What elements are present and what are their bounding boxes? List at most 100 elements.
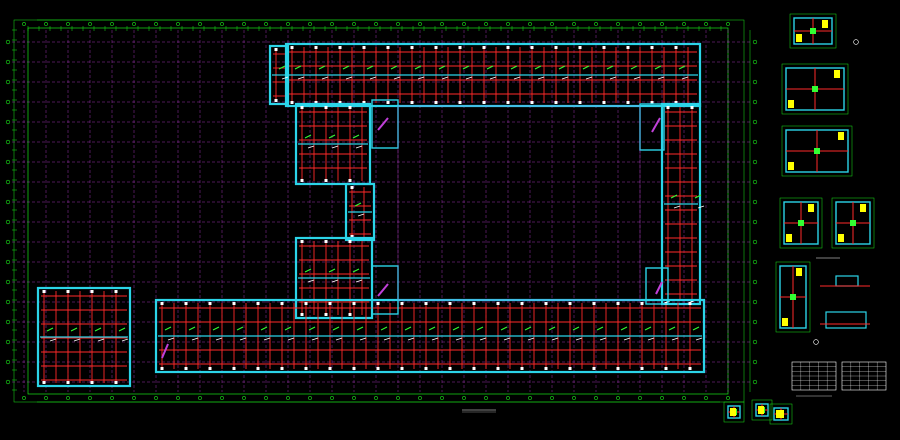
rebar-mark <box>369 76 377 80</box>
axis-bubble-top <box>352 22 356 26</box>
axis-bubble-right <box>752 39 758 45</box>
rebar-mark <box>354 202 362 207</box>
column <box>160 367 164 370</box>
rebar-mark <box>561 76 569 80</box>
detail-d-tag <box>808 204 814 212</box>
column <box>114 381 118 384</box>
column <box>274 48 278 51</box>
floor-plan <box>36 42 706 388</box>
axis-bubble-top <box>88 22 92 26</box>
axis-bubble-top <box>528 22 532 26</box>
rebar-mark <box>304 134 312 139</box>
column <box>602 46 606 49</box>
rebar-mark <box>417 76 425 80</box>
axis-bubble-right <box>752 199 758 205</box>
column <box>434 101 438 104</box>
rebar-mark <box>500 326 508 331</box>
rebar-mark <box>479 337 487 341</box>
axis-bubble-right <box>752 319 758 325</box>
axis-bubble-bottom <box>22 396 26 400</box>
column <box>300 313 304 316</box>
detail-d-tag <box>786 234 792 242</box>
rebar-mark <box>407 337 415 341</box>
detail-g-frame <box>723 401 745 423</box>
detail-a-frame <box>789 13 837 49</box>
axis-bubble-bottom <box>726 396 730 400</box>
column <box>314 101 318 104</box>
axis-bubble-right <box>752 219 758 225</box>
axis-bubble-bottom <box>616 396 620 400</box>
rebar-mark <box>260 326 268 331</box>
detail-b-rebar-fill <box>812 86 818 92</box>
axis-bubble-bottom <box>396 396 400 400</box>
column <box>90 381 94 384</box>
axis-bubble-left <box>5 179 11 185</box>
rebar-mark <box>599 337 607 341</box>
column <box>482 101 486 104</box>
axis-bubble-left <box>5 59 11 65</box>
column <box>666 106 670 109</box>
rebar-mark <box>331 145 339 149</box>
rebar-mark <box>212 326 220 331</box>
axis-bubble-bottom <box>440 396 444 400</box>
axis-bubble-right <box>752 339 758 345</box>
rebar-mark <box>455 337 463 341</box>
column <box>114 290 118 293</box>
axis-bubble-bottom <box>572 396 576 400</box>
detail-f-rebar-fill <box>790 294 796 300</box>
column <box>386 101 390 104</box>
rebar-mark <box>287 337 295 341</box>
axis-bubble-top <box>726 22 730 26</box>
axis-bubble-top <box>550 22 554 26</box>
column <box>616 367 620 370</box>
rebar-mark <box>697 205 705 209</box>
column <box>350 235 354 238</box>
detail-e-tag <box>860 204 866 212</box>
rebar-mark <box>328 268 336 273</box>
rebar-mark <box>695 337 703 341</box>
courtyard-boundary <box>397 105 641 301</box>
column <box>554 101 558 104</box>
column <box>520 367 524 370</box>
axis-bubble-top <box>396 22 400 26</box>
rebar-mark <box>572 326 580 331</box>
axis-bubble-bottom <box>198 396 202 400</box>
stair-diagonal <box>377 117 389 131</box>
axis-bubble-bottom <box>176 396 180 400</box>
column <box>280 367 284 370</box>
rebar-mark <box>657 76 665 80</box>
detail-a-rebar-fill <box>810 28 816 34</box>
axis-bubble-bottom <box>638 396 642 400</box>
column <box>362 101 366 104</box>
rebar-mark <box>606 65 614 70</box>
detail-c-rebar-fill <box>814 148 820 154</box>
rebar-mark <box>438 65 446 70</box>
axis-bubble-top <box>440 22 444 26</box>
axis-bubble-right <box>752 259 758 265</box>
column <box>434 46 438 49</box>
detail-marker <box>813 339 819 345</box>
axis-bubble-bottom <box>550 396 554 400</box>
stair-diagonal <box>161 343 169 359</box>
rebar-mark <box>49 338 57 342</box>
rebar-mark <box>575 337 583 341</box>
axis-bubble-right <box>752 119 758 125</box>
column <box>602 101 606 104</box>
column <box>386 46 390 49</box>
column <box>324 179 328 182</box>
axis-bubble-left <box>5 259 11 265</box>
column <box>568 367 572 370</box>
rebar-mark <box>307 279 315 283</box>
rebar-mark <box>335 337 343 341</box>
detail-a-marker <box>853 39 859 45</box>
rebar-mark <box>414 65 422 70</box>
axis-bubble-bottom <box>110 396 114 400</box>
rebar-mark <box>355 279 363 283</box>
rebar-mark <box>654 65 662 70</box>
axis-bubble-right <box>752 379 758 385</box>
detail-f-tag <box>796 268 802 276</box>
column <box>362 46 366 49</box>
axis-bubble-bottom <box>66 396 70 400</box>
rebar-mark <box>73 338 81 342</box>
column <box>324 313 328 316</box>
